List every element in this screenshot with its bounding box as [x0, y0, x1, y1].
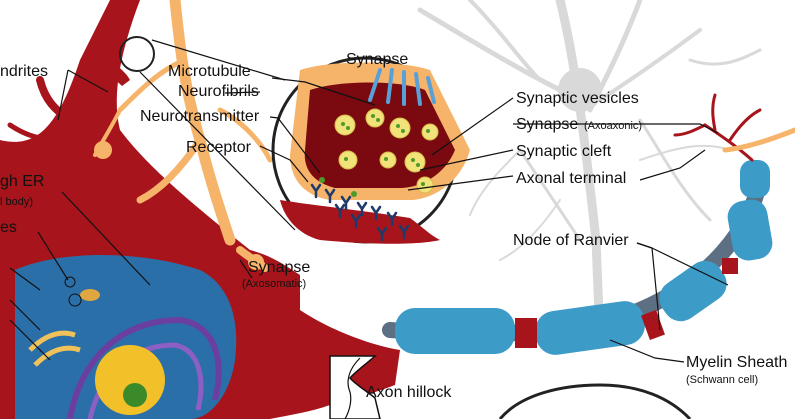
- label-axon-hillock: Axon hillock: [366, 384, 452, 401]
- label-synaptic-cleft: Synaptic cleft: [516, 143, 612, 160]
- synapse-detail: [280, 63, 470, 244]
- label-synapse-axoaxonic: Synapse: [516, 116, 578, 133]
- node-of-ranvier-2: [641, 310, 665, 340]
- label-receptor: Receptor: [186, 139, 252, 156]
- lower-zoom-circle: [500, 385, 690, 419]
- label-synapse-axosomatic-sub: (Axosomatic): [242, 278, 306, 290]
- label-myelin-sheath-sub: (Schwann cell): [686, 374, 758, 386]
- label-myelin-sheath: Myelin Sheath: [686, 354, 787, 371]
- label-synapse-top: Synapse: [346, 51, 408, 68]
- label-synaptic-vesicles: Synaptic vesicles: [516, 90, 639, 107]
- nucleolus: [123, 383, 147, 407]
- label-synapse-axosomatic: Synapse: [248, 259, 310, 276]
- label-left-es: es: [0, 219, 17, 236]
- label-neurotransmitter: Neurotransmitter: [140, 108, 260, 125]
- label-node-of-ranvier: Node of Ranvier: [513, 232, 629, 249]
- label-rough-er: gh ER: [0, 173, 44, 190]
- orange-synapse-bulb: [94, 141, 112, 159]
- axonal-terminal: [675, 95, 760, 160]
- label-microtubule: Microtubule: [168, 63, 251, 80]
- mitochondrion: [80, 289, 100, 301]
- label-rough-er-sub: l body): [0, 196, 33, 208]
- label-synapse-axoaxonic-sub: (Axoaxonic): [584, 120, 642, 132]
- label-dendrites: ndrites: [0, 63, 48, 80]
- label-neurofibrils: Neurofibrils: [178, 83, 259, 100]
- node-of-ranvier-3: [722, 258, 738, 274]
- label-axonal-terminal: Axonal terminal: [516, 170, 626, 187]
- node-of-ranvier-1: [515, 318, 537, 348]
- dendrite-zoom-marker: [120, 37, 154, 71]
